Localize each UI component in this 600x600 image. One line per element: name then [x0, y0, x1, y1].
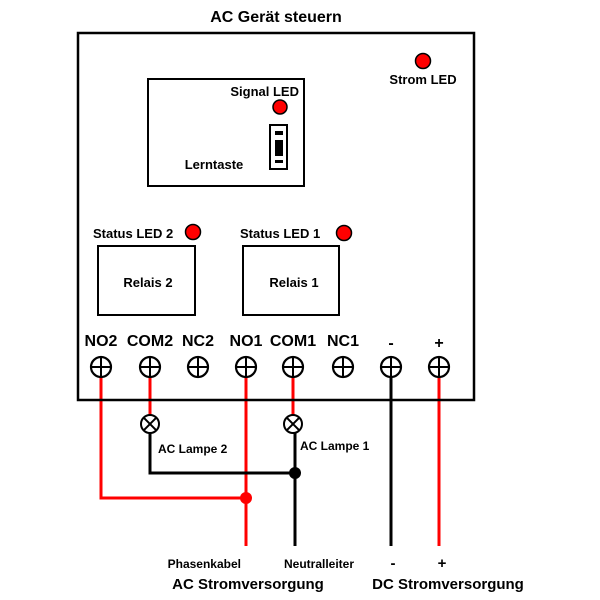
terminal-screw-com1[interactable] [281, 355, 305, 379]
dc-supply-label: DC Stromversorgung [372, 576, 524, 593]
terminal-screw-plus[interactable] [427, 355, 451, 379]
dc-plus-label: + [438, 555, 447, 572]
lamp-1 [283, 414, 303, 434]
lamp-2 [140, 414, 160, 434]
power-led [414, 52, 432, 70]
signal-led [272, 99, 288, 115]
terminal-screw-minus[interactable] [379, 355, 403, 379]
relay-1 [242, 245, 340, 316]
terminal-block: NO2 COM2 NC2 NO1 COM1 NC1 - + [85, 333, 451, 379]
status-led-1-label: Status LED 1 [240, 226, 320, 241]
phase-junction-dot [240, 492, 252, 504]
terminal-label-no1: NO1 [230, 333, 263, 350]
terminal-label-nc2: NC2 [182, 333, 214, 350]
terminal-label-no2: NO2 [85, 333, 118, 350]
terminal-label-plus: + [434, 335, 443, 352]
terminal-screw-com2[interactable] [138, 355, 162, 379]
wires [99, 376, 441, 546]
diagram-title: AC Gerät steuern [210, 9, 342, 26]
receiver-module [147, 78, 305, 187]
neutral-junction-dot [289, 467, 301, 479]
relay-2-label: Relais 2 [123, 275, 172, 290]
terminal-screw-no2[interactable] [89, 355, 113, 379]
terminal-screw-no1[interactable] [234, 355, 258, 379]
signal-led-label: Signal LED [230, 84, 299, 99]
relay-1-label: Relais 1 [269, 275, 318, 290]
terminal-label-nc1: NC1 [327, 333, 359, 350]
relay-2 [97, 245, 196, 316]
neutral-label: Neutralleiter [284, 557, 354, 571]
terminal-label-minus: - [388, 335, 393, 352]
status-led-1 [335, 224, 353, 242]
learn-button-label: Lerntaste [185, 157, 244, 172]
power-led-label: Strom LED [389, 72, 456, 87]
phase-label: Phasenkabel [168, 557, 241, 571]
terminal-screw-nc2[interactable] [186, 355, 210, 379]
dc-minus-label: - [391, 555, 396, 572]
status-led-2 [184, 223, 202, 241]
controller-board [76, 31, 476, 402]
status-led-2-label: Status LED 2 [93, 226, 173, 241]
ac-supply-label: AC Stromversorgung [172, 576, 324, 593]
terminal-label-com1: COM1 [270, 333, 316, 350]
learn-button[interactable] [269, 124, 288, 170]
lamp-2-label: AC Lampe 2 [158, 442, 228, 456]
terminal-label-com2: COM2 [127, 333, 173, 350]
terminal-screw-nc1[interactable] [331, 355, 355, 379]
lamp-1-label: AC Lampe 1 [300, 439, 370, 453]
